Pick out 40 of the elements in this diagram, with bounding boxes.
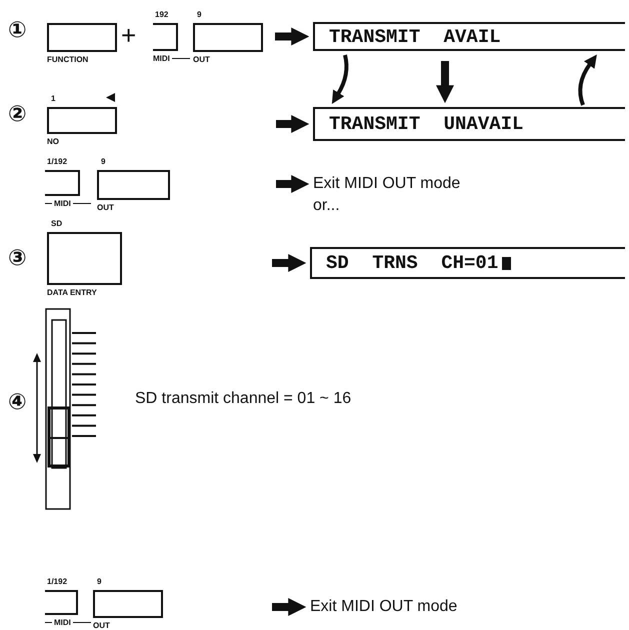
key-number: 9 xyxy=(101,157,106,167)
plus-sign: + xyxy=(121,22,136,48)
key-label: MIDI xyxy=(45,199,91,209)
step-number: ① xyxy=(8,20,27,42)
key-number: 192 xyxy=(155,10,168,20)
display-text: TRANSMIT AVAIL xyxy=(329,26,501,48)
key-label: OUT xyxy=(97,203,114,213)
result-text: or... xyxy=(313,196,341,216)
arrow xyxy=(332,54,348,104)
arrow xyxy=(272,598,306,616)
result-text: Exit MIDI OUT mode xyxy=(313,174,462,194)
lcd-display xyxy=(313,107,625,141)
lcd-display xyxy=(310,247,625,279)
step-number: ③ xyxy=(8,248,27,270)
arrow xyxy=(276,175,310,193)
display-text: TRANSMIT UNAVAIL xyxy=(329,113,524,135)
key-number: 9 xyxy=(197,10,202,20)
key-label: OUT xyxy=(193,55,210,65)
arrow xyxy=(272,254,306,272)
key-label: MIDI xyxy=(45,618,91,628)
display-text: SD TRNS CH=01 xyxy=(326,252,498,274)
key-number: 1 xyxy=(51,94,56,104)
arrow xyxy=(578,54,597,106)
result-text: Exit MIDI OUT mode xyxy=(310,597,458,617)
key-label: FUNCTION xyxy=(47,55,88,65)
arrow xyxy=(436,61,454,104)
key-number: SD xyxy=(51,219,62,229)
key-label: OUT xyxy=(93,621,110,630)
key-label: MIDI xyxy=(153,54,190,64)
key-label: DATA ENTRY xyxy=(47,288,97,298)
step-number: ④ xyxy=(8,392,27,414)
key-label: NO xyxy=(47,137,59,147)
arrow xyxy=(275,28,310,46)
arrow xyxy=(276,115,310,133)
key-number: 1/192 xyxy=(47,577,68,587)
step-number: ② xyxy=(8,104,27,126)
key-number: 1/192 xyxy=(47,157,68,167)
note-text: SD transmit channel = 01 ~ 16 xyxy=(135,391,352,407)
key-number: 9 xyxy=(97,577,102,587)
lcd-display xyxy=(313,22,625,51)
